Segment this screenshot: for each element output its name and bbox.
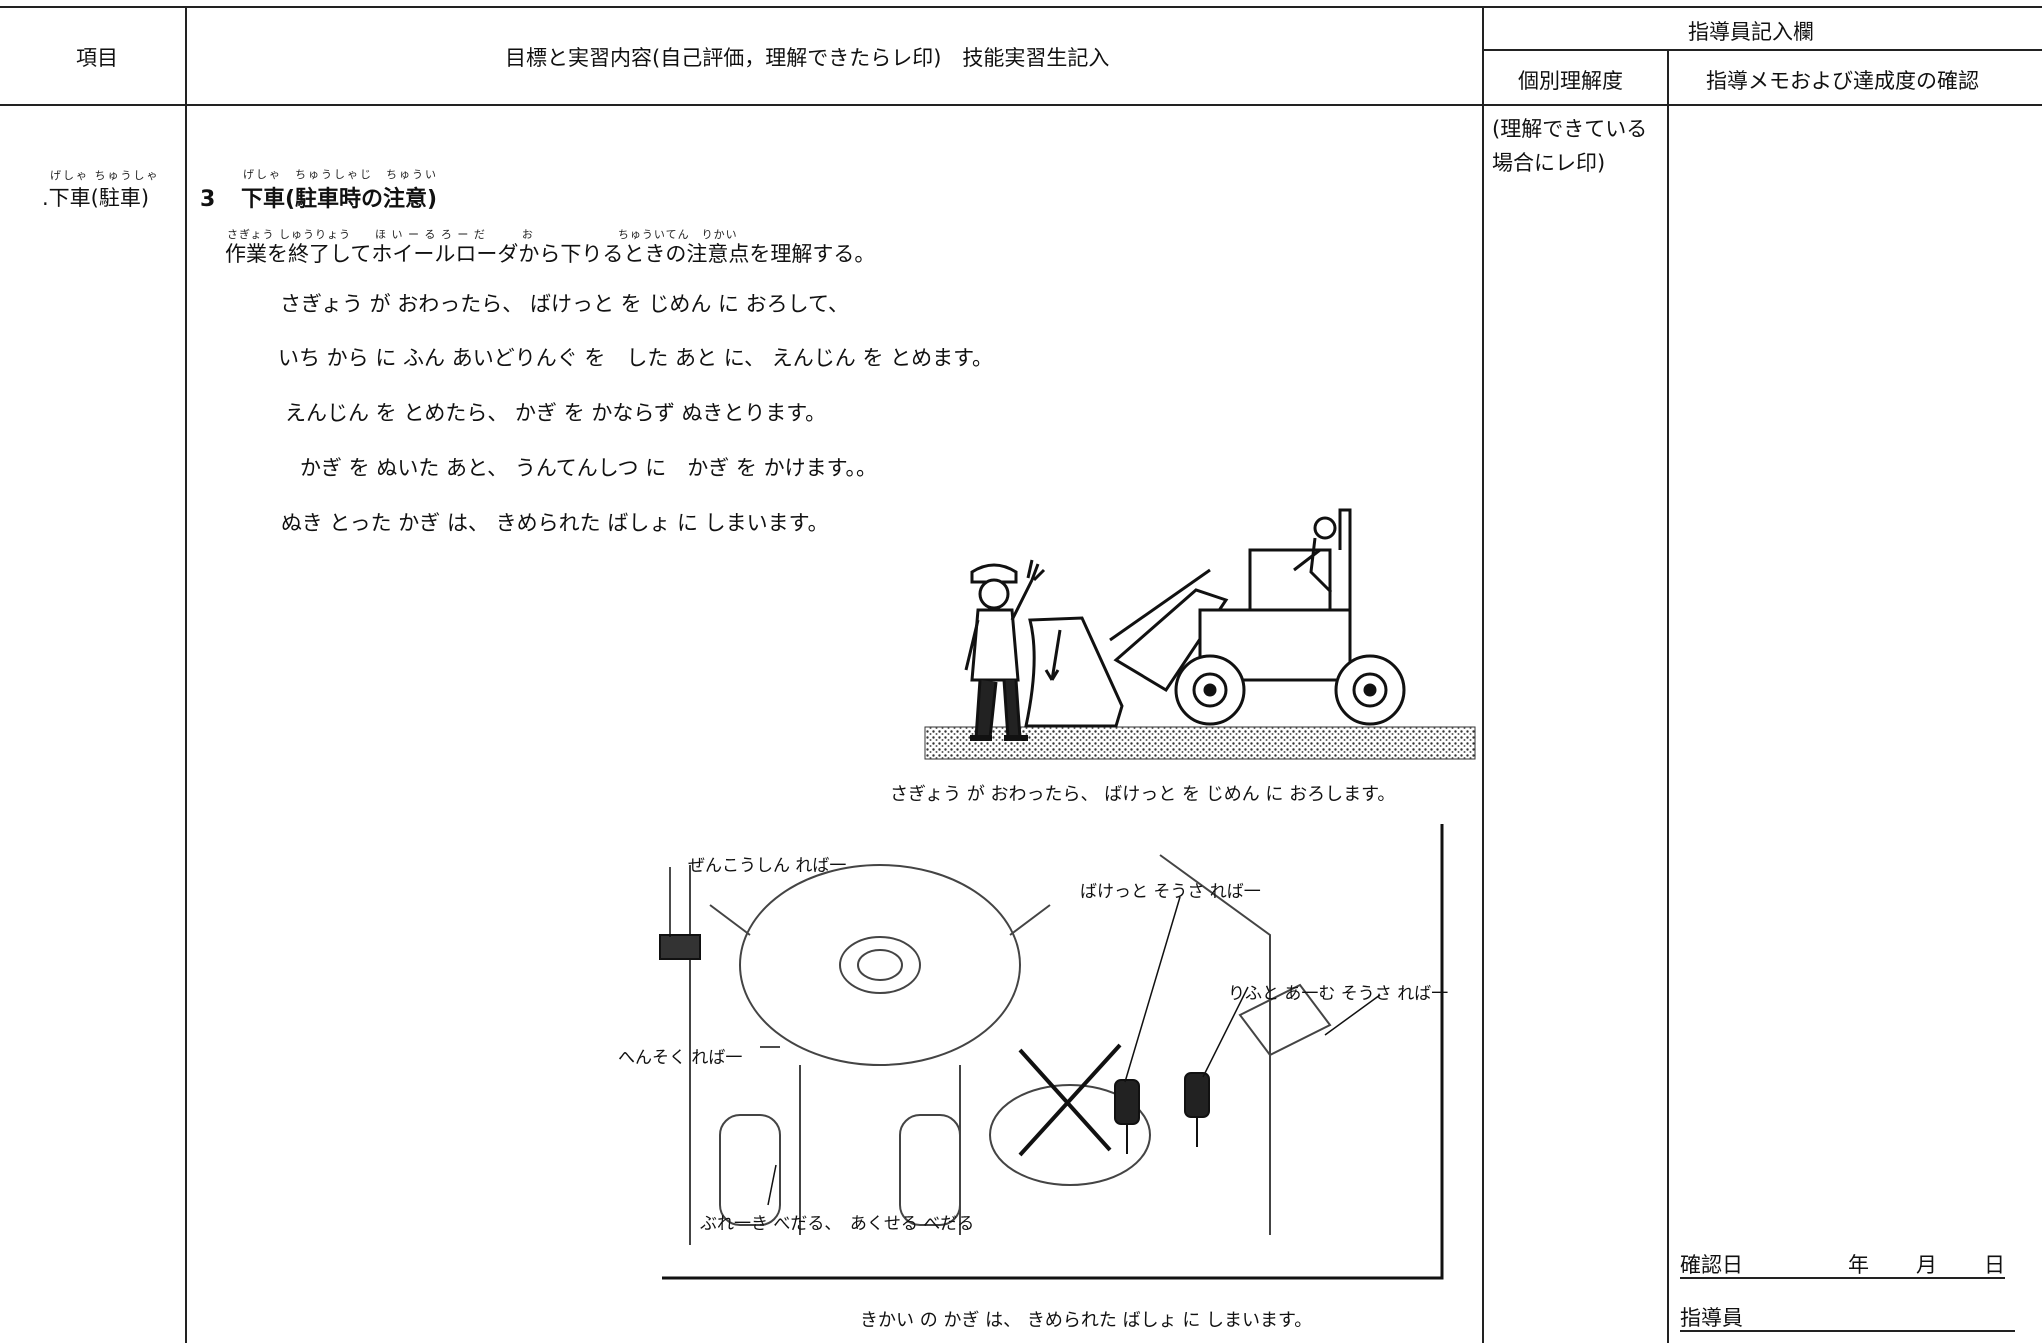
col-border-1 xyxy=(185,6,187,1343)
confirm-date-label: 確認日 xyxy=(1680,1253,1743,1277)
label-shift-lever: へんそく れば一 xyxy=(618,1048,743,1068)
bucket xyxy=(1024,616,1124,728)
illustration-caption-2: きかい の かぎ は、 きめられた ばしょ に しまいます。 xyxy=(860,1310,1313,1331)
confirm-year: 年 xyxy=(1848,1253,1869,1277)
col-border-3 xyxy=(1667,49,1669,1343)
instruction-line-4: かぎ を ぬいた あと、 うんてんしつ に かぎ を かけます。。 xyxy=(300,456,877,480)
section-title: 3 下車(駐車時の注意) xyxy=(200,181,437,213)
goal-text: 作業を終了してホイールローダから下りるときの注意点を理解する。 xyxy=(225,242,876,266)
illustration-caption-1: さぎょう が おわったら、 ばけっと を じめん に おろします。 xyxy=(890,784,1396,805)
label-lift-arm-lever: りふと あ一む そうさ れば一 xyxy=(1228,984,1449,1004)
confirm-date-field[interactable]: 確認日 年 月 日 xyxy=(1680,1249,2005,1279)
understanding-note: (理解できている場合にレ印) xyxy=(1492,117,1648,175)
instruction-line-1: さぎょう が おわったら、 ばけっと を じめん に おろして、 xyxy=(280,292,849,316)
item-ruby: げしゃ ちゅうしゃ xyxy=(50,169,160,182)
header-bottom-border xyxy=(0,104,2042,106)
label-forward-reverse-lever: ぜんこうしん れば一 xyxy=(688,856,847,876)
item-label: .下車(駐車) xyxy=(42,186,150,210)
header-supervisor: 指導員記入欄 xyxy=(1688,20,1814,44)
instruction-line-3: えんじん を とめたら、 かぎ を かならず ぬきとります。 xyxy=(285,401,827,425)
header-item: 項目 xyxy=(76,46,118,70)
table-top-border xyxy=(0,6,2042,8)
section-title-text: 下車(駐車時の注意) xyxy=(240,187,438,212)
label-bucket-lever: ばけっと そうさ れば一 xyxy=(1080,882,1261,902)
confirm-day: 日 xyxy=(1984,1253,2005,1277)
cab-controls-diagram xyxy=(659,824,1444,1280)
header-memo: 指導メモおよび達成度の確認 xyxy=(1706,69,1979,93)
leader-lines xyxy=(669,867,1381,1206)
header-understanding: 個別理解度 xyxy=(1518,69,1623,93)
section-number: 3 xyxy=(200,187,216,212)
header-content: 目標と実習内容(自己評価，理解できたらレ印) 技能実習生記入 xyxy=(505,46,1110,70)
confirm-month: 月 xyxy=(1916,1253,1937,1277)
worker-figure xyxy=(964,559,1046,741)
instruction-line-2: いち から に ふん あいどりんぐ を した あと に、 えんじん を とめます… xyxy=(278,346,994,370)
label-pedals: ぶれ一き べだる、 あくせる べだる xyxy=(700,1214,975,1234)
section-title-ruby: げしゃ ちゅうしゃじ ちゅうい xyxy=(243,168,438,181)
instructor-label: 指導員 xyxy=(1680,1306,1743,1330)
instruction-line-5: ぬき とった かぎ は、 きめられた ばしょ に しまいます。 xyxy=(281,511,829,535)
loader-body xyxy=(1109,508,1406,726)
supervisor-subheader-border xyxy=(1482,49,2042,51)
goal-ruby: さぎょう しゅうりょう ほ い ー る ろ ー だ お ちゅういてん りかい xyxy=(227,228,738,241)
wheel-loader-illustration xyxy=(924,508,1476,760)
instructor-field[interactable]: 指導員 xyxy=(1680,1302,2015,1332)
col-border-2 xyxy=(1482,6,1484,1343)
